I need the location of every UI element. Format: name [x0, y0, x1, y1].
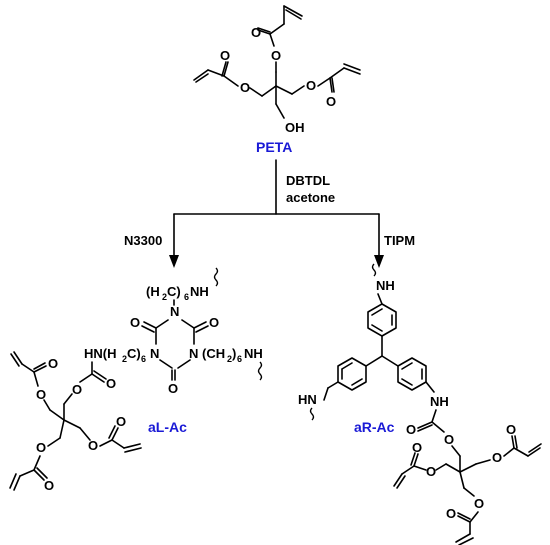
ring-n-top: N	[170, 304, 179, 319]
svg-text:O: O	[44, 478, 54, 493]
catalyst-label: DBTDL	[286, 173, 330, 188]
peta-left-o: O	[240, 80, 250, 95]
al-ac-structure: (H 2 C) 6 NH N O O N N O (CH 2 ) 6 NH HN…	[9, 267, 263, 493]
svg-text:6: 6	[184, 292, 189, 302]
svg-text:O: O	[406, 422, 416, 437]
ring-n-left: N	[150, 346, 159, 361]
peta-ester-o: O	[271, 48, 281, 63]
svg-text:C): C)	[167, 284, 181, 299]
svg-text:O: O	[106, 376, 116, 391]
svg-text:2: 2	[122, 354, 127, 364]
svg-text:NH: NH	[430, 394, 449, 409]
solvent-label: acetone	[286, 190, 335, 205]
svg-text:O: O	[72, 382, 82, 397]
svg-text:NH: NH	[244, 346, 263, 361]
svg-text:): )	[232, 346, 236, 361]
svg-text:O: O	[36, 387, 46, 402]
al-ac-label: aL-Ac	[148, 419, 187, 435]
reagent-right-label: TIPM	[384, 233, 415, 248]
peta-right-o: O	[306, 78, 316, 93]
wavy-bond	[371, 263, 377, 277]
svg-text:O: O	[446, 506, 456, 521]
peta-hydroxyl: OH	[285, 120, 305, 135]
wavy-bond	[309, 407, 315, 421]
peta-left-carbonyl-o: O	[220, 48, 230, 63]
svg-text:HN(H: HN(H	[84, 346, 117, 361]
svg-text:O: O	[209, 315, 219, 330]
svg-text:6: 6	[237, 354, 242, 364]
wavy-bond	[257, 361, 263, 381]
reagent-left-label: N3300	[124, 233, 162, 248]
svg-text:O: O	[444, 432, 454, 447]
svg-text:O: O	[506, 422, 516, 437]
peta-label: PETA	[256, 139, 292, 155]
svg-text:(CH: (CH	[202, 346, 225, 361]
reaction-arrows	[169, 159, 384, 268]
svg-text:6: 6	[141, 354, 146, 364]
svg-text:NH: NH	[376, 278, 395, 293]
svg-text:2: 2	[162, 292, 167, 302]
svg-text:2: 2	[227, 354, 232, 364]
wavy-bond	[213, 267, 219, 287]
peta-right-carbonyl-o: O	[326, 94, 336, 109]
svg-text:O: O	[130, 315, 140, 330]
svg-text:O: O	[168, 381, 178, 396]
svg-text:O: O	[88, 438, 98, 453]
ar-ac-label: aR-Ac	[354, 419, 395, 435]
svg-text:O: O	[116, 414, 126, 429]
ring-n-right: N	[189, 346, 198, 361]
svg-text:O: O	[412, 440, 422, 455]
svg-text:NH: NH	[190, 284, 209, 299]
svg-text:O: O	[492, 450, 502, 465]
svg-text:C): C)	[127, 346, 141, 361]
svg-text:HN: HN	[298, 392, 317, 407]
svg-text:O: O	[426, 464, 436, 479]
svg-text:O: O	[36, 440, 46, 455]
peta-structure: O O O O O O OH	[193, 5, 361, 135]
svg-text:O: O	[48, 356, 58, 371]
peta-carbonyl-o: O	[251, 25, 261, 40]
svg-text:O: O	[474, 496, 484, 511]
svg-text:(H: (H	[146, 284, 160, 299]
ar-ac-structure: NH HN NH O O	[298, 263, 542, 545]
